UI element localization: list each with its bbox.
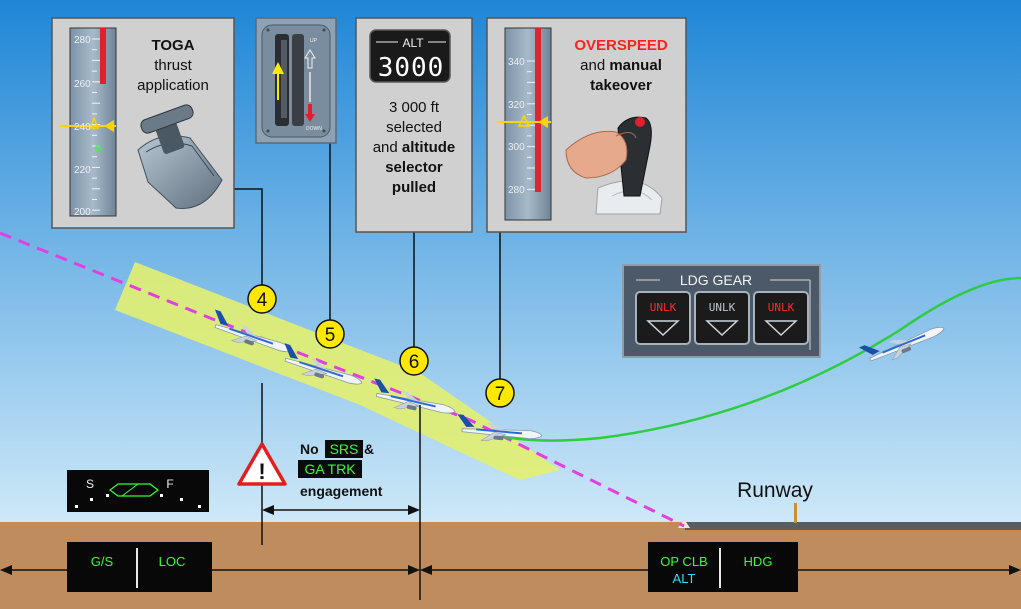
engagement-span-arrow xyxy=(262,505,420,515)
gear-light-right: UNLK xyxy=(753,291,809,345)
fma-hdg: HDG xyxy=(744,554,773,569)
toga-scale-220: 220 xyxy=(74,165,91,176)
os-scale-340: 340 xyxy=(508,57,525,68)
gear-light-nose: UNLK xyxy=(694,291,750,345)
svg-text:UNLK: UNLK xyxy=(709,301,736,314)
leader-line-4 xyxy=(233,188,263,288)
panel-toga: 280 260 240 220 200 TOGA thrust applicat… xyxy=(51,17,235,229)
alt-display-value: 3000 xyxy=(378,53,445,83)
ga-trk-badge: GA TRK xyxy=(304,461,356,477)
alt-display-label: ALT xyxy=(402,36,424,50)
panel-altitude: ALT 3000 3 000 ft selected and altitude … xyxy=(355,17,473,233)
warning-line1-suffix: & xyxy=(364,441,374,457)
toga-scale-260: 260 xyxy=(74,79,91,90)
fma-right: OP CLB ALT HDG xyxy=(648,542,798,592)
toga-scale-200: 200 xyxy=(74,207,91,218)
toga-title: TOGA xyxy=(151,37,194,54)
alt-text-line1: 3 000 ft xyxy=(389,99,440,116)
svg-text:UNLK: UNLK xyxy=(650,301,677,314)
srs-badge: SRS xyxy=(330,441,359,457)
fma-alt: ALT xyxy=(673,571,696,586)
sidestick-image xyxy=(565,116,663,215)
os-scale-300: 300 xyxy=(508,142,525,153)
warning-glyph: ! xyxy=(258,459,265,484)
callout-6: 6 xyxy=(399,346,429,376)
overspeed-title: OVERSPEED xyxy=(574,37,668,54)
svg-text:7: 7 xyxy=(495,384,506,405)
svg-text:UNLK: UNLK xyxy=(768,301,795,314)
callout-7: 7 xyxy=(485,378,515,408)
toga-line2: thrust xyxy=(154,57,192,74)
toga-scale-240: 240 xyxy=(74,122,91,133)
panel-flap-lever: UP DOWN xyxy=(255,17,337,144)
ldg-gear-panel: LDG GEAR UNLK UNLK UNLK xyxy=(622,264,821,358)
panel-overspeed: 340 320 300 280 OVERSPEED and manual tak… xyxy=(486,17,687,233)
alt-text-line2: selected xyxy=(386,119,442,136)
warning-triangle: ! xyxy=(237,442,287,486)
warning-line3: engagement xyxy=(300,483,383,499)
flaps-s-label: S xyxy=(86,477,94,491)
ldg-gear-title: LDG GEAR xyxy=(680,272,752,288)
runway-strip xyxy=(685,522,1021,530)
runway-marker-post xyxy=(794,503,797,523)
alt-text-line4: selector xyxy=(385,159,443,176)
overspeed-line3: takeover xyxy=(590,77,652,94)
alt-text-line5: pulled xyxy=(392,179,436,196)
overspeed-line2: and manual xyxy=(580,57,662,74)
warning-message: No SRS & GA TRK engagement xyxy=(298,440,383,499)
fma-op-clb: OP CLB xyxy=(660,554,707,569)
alt-text-line3: and altitude xyxy=(373,139,456,156)
flaps-indicator: S F xyxy=(67,470,209,512)
os-scale-320: 320 xyxy=(508,100,525,111)
thrust-lever-image xyxy=(137,104,223,209)
toga-line3: application xyxy=(137,77,209,94)
fma-loc: LOC xyxy=(159,554,186,569)
speed-tape-toga: 280 260 240 220 200 xyxy=(60,27,117,218)
go-around-trajectory xyxy=(499,276,1021,442)
svg-text:4: 4 xyxy=(257,290,268,311)
glide-slope-path xyxy=(0,231,685,528)
flaps-f-label: F xyxy=(166,477,173,491)
fma-left: G/S LOC xyxy=(67,542,212,592)
os-scale-280: 280 xyxy=(508,185,525,196)
speed-tape-overspeed: 340 320 300 280 xyxy=(497,27,552,221)
warning-line1-prefix: No xyxy=(300,441,319,457)
gear-light-left: UNLK xyxy=(635,291,691,345)
callout-5: 5 xyxy=(315,319,345,349)
glide-beam xyxy=(115,262,560,480)
svg-text:5: 5 xyxy=(325,325,336,346)
callout-4: 4 xyxy=(247,284,277,314)
runway-label: Runway xyxy=(737,479,813,502)
flap-up-label: UP xyxy=(310,38,318,44)
svg-text:6: 6 xyxy=(409,352,420,373)
flap-down-label: DOWN xyxy=(306,126,322,132)
fma-gs: G/S xyxy=(91,554,114,569)
toga-scale-280: 280 xyxy=(74,35,91,46)
